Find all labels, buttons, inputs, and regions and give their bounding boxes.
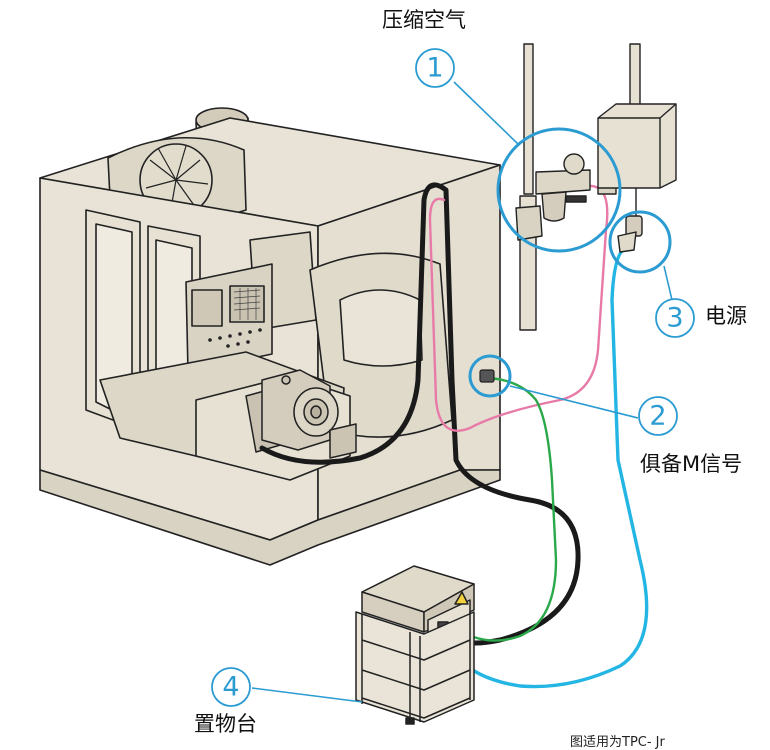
callout-4: 4 xyxy=(211,667,251,707)
controller-on-stand xyxy=(355,565,475,725)
electrical-box xyxy=(597,43,677,253)
stand-label: 置物台 xyxy=(194,712,257,736)
callout-2-number: 2 xyxy=(649,401,666,432)
motor-cable xyxy=(259,182,581,646)
m-signal-connector xyxy=(479,369,495,383)
callout-4-number: 4 xyxy=(222,672,239,703)
power-label: 电源 xyxy=(705,304,747,328)
air-highlight-circle xyxy=(496,127,622,253)
callout-leaders xyxy=(251,81,673,703)
callout-2: 2 xyxy=(638,396,678,436)
callout-1: 1 xyxy=(415,48,455,88)
callout-3: 3 xyxy=(655,298,695,338)
m-signal-highlight-circle xyxy=(468,354,512,398)
m-signal-line xyxy=(464,376,558,642)
callout-3-number: 3 xyxy=(666,303,683,334)
power-line xyxy=(428,246,649,689)
m-signal-label: 俱备M信号 xyxy=(640,452,743,476)
callout-1-number: 1 xyxy=(426,53,443,84)
power-highlight-circle xyxy=(608,210,672,274)
rotary-table xyxy=(245,369,357,459)
model-note: 图适用为TPC- Jr xyxy=(570,735,665,750)
cnc-machine xyxy=(39,107,501,566)
compressed-air-label: 压缩空气 xyxy=(382,8,466,32)
air-supply-assembly xyxy=(515,43,617,331)
